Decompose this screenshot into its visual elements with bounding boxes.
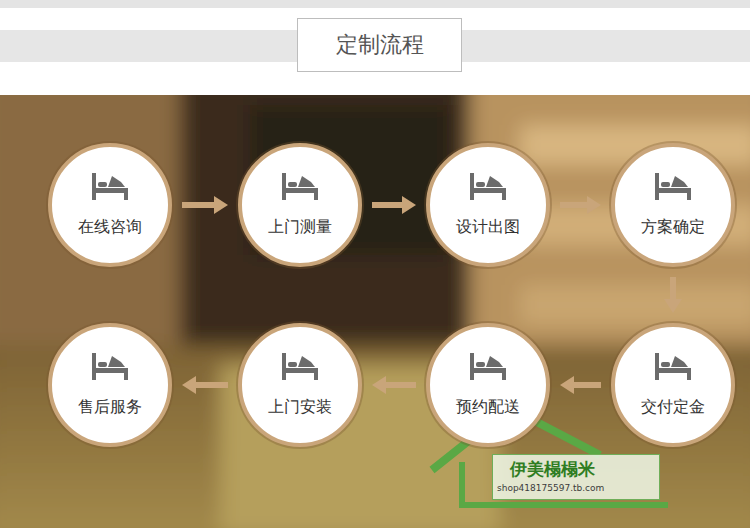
arrow-shaft [384, 382, 416, 388]
bed-icon [654, 169, 692, 201]
step-label: 预约配送 [430, 397, 546, 418]
arrow-shaft [194, 382, 228, 388]
arrow-head [214, 196, 228, 214]
bed-icon-use [92, 173, 128, 200]
flow-arrow [182, 376, 228, 394]
bed-icon-use [655, 353, 691, 380]
bed-icon-use [470, 173, 506, 200]
step-circle: 售后服务 [48, 323, 172, 447]
bed-icon [654, 349, 692, 381]
arrow-head [372, 376, 386, 394]
arrow-head [402, 196, 416, 214]
step-label: 在线咨询 [52, 217, 168, 238]
step-circle: 上门安装 [238, 323, 362, 447]
arrow-shaft [182, 202, 216, 208]
flow-arrow [372, 196, 416, 214]
watermark-url: shop418175597.tb.com [497, 483, 604, 493]
bed-icon [91, 349, 129, 381]
watermark-name: 伊美榻榻米 [510, 458, 595, 481]
step-circle: 在线咨询 [48, 143, 172, 267]
flow-arrow [664, 277, 682, 313]
arrow-shaft [670, 277, 676, 301]
bed-icon-use [92, 353, 128, 380]
title-box: 定制流程 [297, 18, 462, 72]
step-label: 上门测量 [242, 217, 358, 238]
bed-icon [91, 169, 129, 201]
flow-arrow [372, 376, 416, 394]
bed-icon [469, 169, 507, 201]
step-circle: 上门测量 [238, 143, 362, 267]
arrow-head [182, 376, 196, 394]
step-circle: 预约配送 [426, 323, 550, 447]
step-circle: 方案确定 [611, 143, 735, 267]
step-label: 售后服务 [52, 397, 168, 418]
arrow-shaft [560, 202, 589, 208]
title-text: 定制流程 [336, 30, 424, 60]
arrow-head [587, 196, 601, 214]
top-stripe [0, 0, 750, 8]
step-label: 交付定金 [615, 397, 731, 418]
step-label: 设计出图 [430, 217, 546, 238]
bed-icon [281, 349, 319, 381]
arrow-head [560, 376, 574, 394]
step-label: 上门安装 [242, 397, 358, 418]
step-label: 方案确定 [615, 217, 731, 238]
arrow-shaft [372, 202, 404, 208]
bed-icon [281, 169, 319, 201]
step-circle: 设计出图 [426, 143, 550, 267]
arrow-shaft [572, 382, 601, 388]
step-circle: 交付定金 [611, 323, 735, 447]
flow-arrow [560, 376, 601, 394]
flow-arrow [560, 196, 601, 214]
bed-icon-use [470, 353, 506, 380]
flow-arrow [182, 196, 228, 214]
bed-icon-use [655, 173, 691, 200]
bed-icon-use [282, 353, 318, 380]
bed-icon-use [282, 173, 318, 200]
arrow-head [664, 299, 682, 313]
bed-icon [469, 349, 507, 381]
